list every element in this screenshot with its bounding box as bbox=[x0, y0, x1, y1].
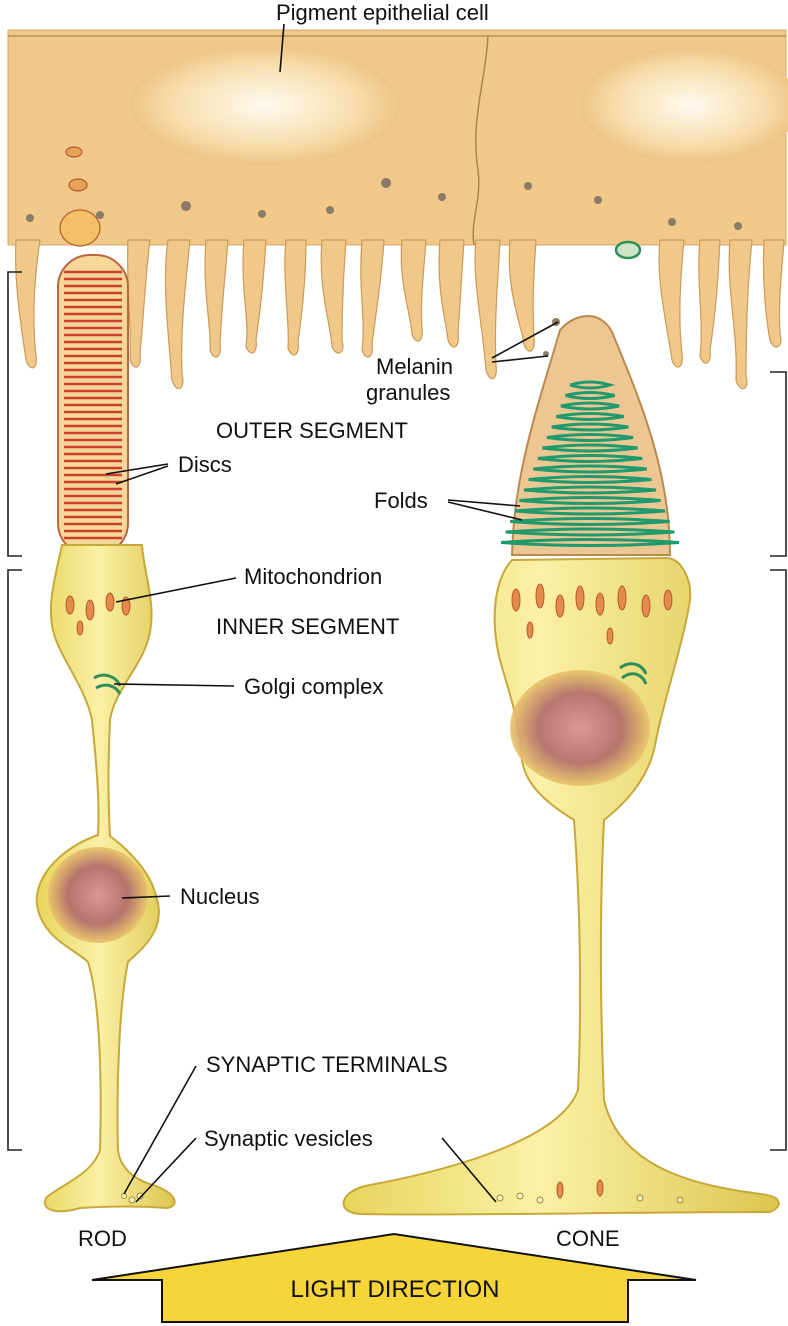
cone-inner-segment-and-body bbox=[344, 558, 779, 1215]
label-synaptic-terminals: SYNAPTIC TERMINALS bbox=[206, 1054, 448, 1076]
label-folds: Folds bbox=[374, 490, 428, 512]
right-bracket-inner-segment bbox=[770, 570, 786, 1150]
label-pigment-epithelial-cell: Pigment epithelial cell bbox=[276, 2, 489, 24]
epithelium-organelle bbox=[616, 242, 640, 258]
cone-nucleus bbox=[510, 670, 650, 786]
label-nucleus: Nucleus bbox=[180, 886, 259, 908]
label-synaptic-vesicles: Synaptic vesicles bbox=[204, 1128, 373, 1150]
leader-golgi bbox=[114, 684, 234, 686]
rod-nucleus bbox=[48, 847, 148, 943]
epithelial-nucleus-left bbox=[130, 45, 400, 165]
label-granules: granules bbox=[366, 382, 450, 404]
label-discs: Discs bbox=[178, 454, 232, 476]
label-melanin: Melanin bbox=[376, 356, 453, 378]
label-light-direction: LIGHT DIRECTION bbox=[250, 1276, 540, 1304]
label-mitochondrion: Mitochondrion bbox=[244, 566, 382, 588]
leader-synaptic-terminals bbox=[124, 1066, 196, 1194]
left-bracket-inner-segment bbox=[8, 570, 22, 1150]
label-cone: CONE bbox=[556, 1228, 620, 1250]
label-golgi-complex: Golgi complex bbox=[244, 676, 383, 698]
cone-cell bbox=[344, 316, 779, 1215]
label-rod: ROD bbox=[78, 1228, 127, 1250]
label-inner-segment: INNER SEGMENT bbox=[216, 616, 399, 638]
right-bracket-outer-segment bbox=[770, 372, 786, 556]
rod-cell bbox=[37, 255, 175, 1211]
leader-melanin-2 bbox=[492, 356, 548, 362]
label-outer-segment: OUTER SEGMENT bbox=[216, 420, 408, 442]
